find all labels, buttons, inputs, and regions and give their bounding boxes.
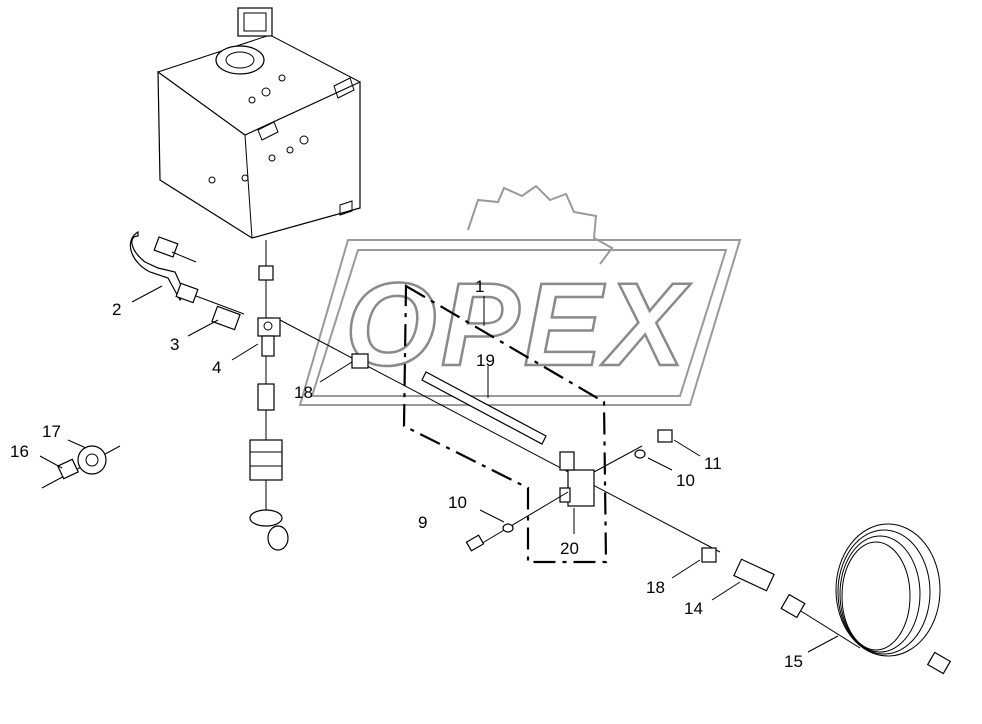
callout-18-upper: 18 [294, 383, 313, 402]
callout-10-right: 10 [676, 471, 695, 490]
callout-19: 19 [476, 351, 495, 370]
callout-17: 17 [42, 422, 61, 441]
callout-1: 1 [475, 277, 484, 296]
hydraulic-tank [157, 7, 361, 239]
callout-3: 3 [170, 335, 179, 354]
callout-10-left: 10 [448, 493, 467, 512]
callout-15: 15 [784, 652, 803, 671]
part-18-14-lower [701, 547, 775, 592]
callout-20: 20 [560, 539, 579, 558]
part-19-rod [421, 371, 547, 445]
part-3-fitting [195, 295, 245, 331]
callout-2: 2 [112, 300, 121, 319]
callout-9: 9 [418, 513, 427, 532]
watermark-text: OPEX [345, 259, 691, 391]
leader-lines [39, 285, 839, 653]
part-2-pipe [129, 230, 199, 304]
callout-18-lower: 18 [646, 578, 665, 597]
part-20-valve-block [559, 445, 643, 507]
vertical-fitting-stack [249, 240, 289, 551]
part-18-upper [351, 353, 369, 369]
opex-watermark: OPEX [298, 184, 742, 406]
item-1-dashed-outline [402, 284, 608, 564]
part-15-coiled-hose [780, 523, 952, 675]
callout-16: 16 [10, 442, 29, 461]
callout-11: 11 [704, 454, 722, 473]
callout-14: 14 [684, 599, 703, 618]
part-4-tee-fitting [257, 317, 281, 357]
callout-labels: 1 2 3 4 18 19 11 10 10 9 20 18 14 15 17 … [10, 277, 803, 671]
part-16-17-fittings [41, 445, 121, 489]
callout-4: 4 [212, 358, 221, 377]
part-10-11-washer-nut [634, 429, 673, 459]
part-9-10-bolt-washer [465, 491, 569, 552]
